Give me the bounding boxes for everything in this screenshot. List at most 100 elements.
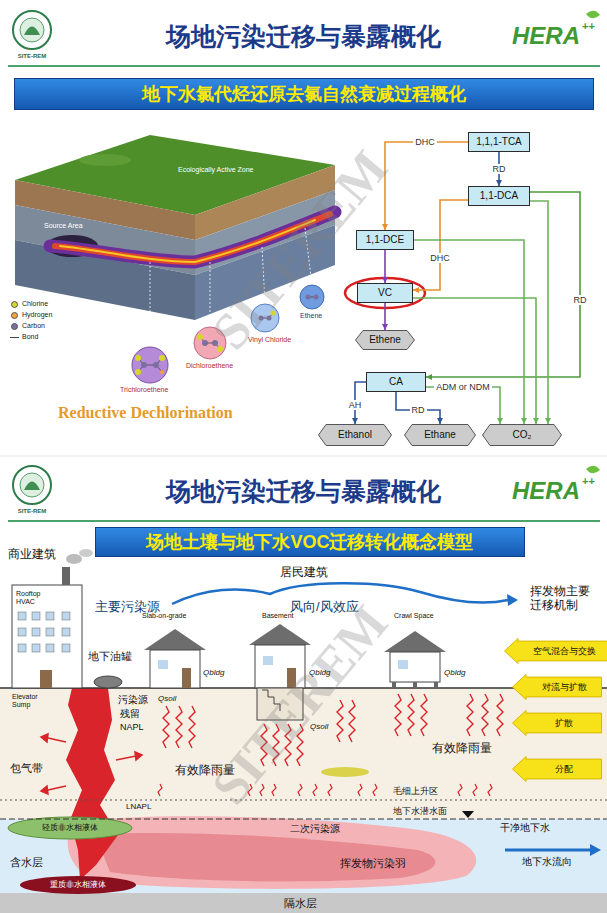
- node-shape: [405, 425, 476, 446]
- site-cross-section: [0, 549, 607, 913]
- house-label: Slab-on-grade: [142, 612, 186, 620]
- node-text: 场地土壤与地下水VOC迁移转化概念模型: [146, 532, 473, 553]
- block-arrow: 分配: [512, 756, 602, 782]
- title-band: 地下水氯代烃还原去氯自然衰减过程概化: [14, 78, 594, 110]
- logo-text: ++: [582, 20, 595, 33]
- illustration-label: Ecologically Active Zone: [178, 166, 253, 174]
- title-band: 场地土壤与地下水VOC迁移转化概念模型: [95, 527, 525, 557]
- product-hexagon: Ethene: [355, 330, 415, 350]
- logo-text: HERA: [512, 22, 580, 50]
- logo-text: ++: [582, 475, 595, 488]
- flow-symbol: Qsoil: [158, 694, 176, 703]
- legend-text: Bond: [22, 333, 38, 341]
- node-text: Ethene: [369, 334, 401, 346]
- legend-line-sample: [10, 337, 19, 338]
- node-text: 对流与扩散: [542, 682, 587, 692]
- node-text: CO₂: [513, 429, 532, 441]
- house-label: Basement: [262, 612, 294, 620]
- illustration-label: Dichloroethene: [186, 362, 233, 370]
- zone-label: NAPL: [120, 722, 144, 732]
- node-shape: [319, 425, 392, 446]
- process-box: 1,1-DCE: [356, 230, 414, 250]
- arrow-head: [352, 418, 358, 424]
- node-text: 1,1-DCA: [480, 190, 518, 202]
- arrow-head: [437, 418, 443, 424]
- edge-label: ADM or NDM: [434, 382, 492, 392]
- edge-label: RD: [410, 405, 427, 415]
- node-shape: [483, 425, 562, 446]
- slide-title: 场地污染迁移与暴露概化: [166, 22, 441, 51]
- zone-label: 毛细上升区: [393, 786, 438, 796]
- arrow-head: [413, 287, 419, 293]
- node-text: 1,1,1-TCA: [476, 136, 522, 148]
- illustration-label: Trichloroethene: [120, 386, 168, 394]
- edge-label: AH: [347, 400, 364, 410]
- node-text: 分配: [555, 764, 573, 774]
- node-shape: [513, 711, 602, 736]
- zone-label: 挥发物污染羽: [340, 857, 406, 870]
- zone-label: 地下水潜水面: [393, 806, 447, 816]
- zone-label: 二次污染源: [290, 823, 340, 835]
- connector: [530, 201, 548, 424]
- connector: [426, 387, 500, 424]
- edge-label: DHC: [413, 137, 437, 147]
- product-hexagon: Ethane: [404, 424, 476, 446]
- block-arrow: 对流与扩散: [512, 674, 602, 700]
- zone-label: 地下水流向: [522, 856, 572, 868]
- zone-label: 重质非水相液体: [50, 880, 106, 889]
- flow-symbol: Qbldg: [203, 668, 224, 677]
- area-label: 居民建筑: [280, 566, 328, 580]
- slide-header: [0, 11, 607, 521]
- zone-label: 包气带: [10, 762, 43, 775]
- legend-text: Hydrogen: [22, 311, 52, 319]
- area-label: 商业建筑: [8, 548, 56, 562]
- process-box: 1,1-DCA: [468, 186, 530, 206]
- illustration-label: Ethene: [300, 312, 322, 320]
- node-text: Ethanol: [338, 429, 372, 441]
- legend-swatch: [11, 312, 18, 319]
- arrow-head: [533, 418, 539, 424]
- node-text: 扩散: [555, 718, 573, 728]
- node-text: Ethane: [424, 429, 456, 441]
- connector: [414, 240, 524, 424]
- connector: [413, 298, 536, 424]
- process-box: CA: [366, 372, 426, 392]
- edge-label: RD: [572, 295, 589, 305]
- arrow-head: [382, 324, 388, 330]
- connector: [426, 192, 580, 377]
- equipment-label: 地下油罐: [86, 650, 134, 663]
- product-hexagon: CO₂: [482, 424, 562, 446]
- legend-swatch: [11, 323, 18, 330]
- figure-caption: Reductive Dechlorination: [58, 404, 233, 422]
- process-box: 1,1,1-TCA: [468, 132, 530, 152]
- legend-text: Carbon: [22, 322, 45, 330]
- zone-label: 隔水层: [284, 897, 317, 910]
- legend-swatch: [11, 301, 18, 308]
- block-arrow: 扩散: [512, 710, 602, 736]
- zone-label: 残留: [120, 708, 140, 720]
- equipment-label: Elevator Sump: [12, 693, 56, 709]
- arrow-head: [521, 418, 527, 424]
- product-hexagon: Ethanol: [318, 424, 392, 446]
- slide-title: 场地污染迁移与暴露概化: [166, 477, 441, 506]
- zone-label: LNAPL: [124, 802, 153, 811]
- zone-label: 轻质非水相液体: [42, 823, 98, 832]
- arrow-head: [497, 418, 503, 424]
- illustration-label: Source Area: [44, 222, 83, 230]
- node-text: 1,1-DCE: [366, 234, 404, 246]
- process-box: VC: [357, 283, 413, 303]
- node-shape: [513, 675, 602, 700]
- node-text: CA: [389, 376, 403, 388]
- legend-text: Chlorine: [22, 300, 48, 308]
- arrow-head: [426, 374, 432, 380]
- flow-symbol: Qbldg: [444, 668, 465, 677]
- connector: [396, 392, 440, 424]
- connector: [413, 200, 468, 290]
- arrow-head: [545, 418, 551, 424]
- equipment-label: Rooftop HVAC: [16, 590, 58, 606]
- edge-label: DHC: [428, 253, 452, 263]
- zone-label: 有效降雨量: [432, 742, 492, 756]
- node-shape: [356, 331, 415, 350]
- logo-text: HERA: [512, 477, 580, 505]
- zone-label: 含水层: [10, 856, 43, 869]
